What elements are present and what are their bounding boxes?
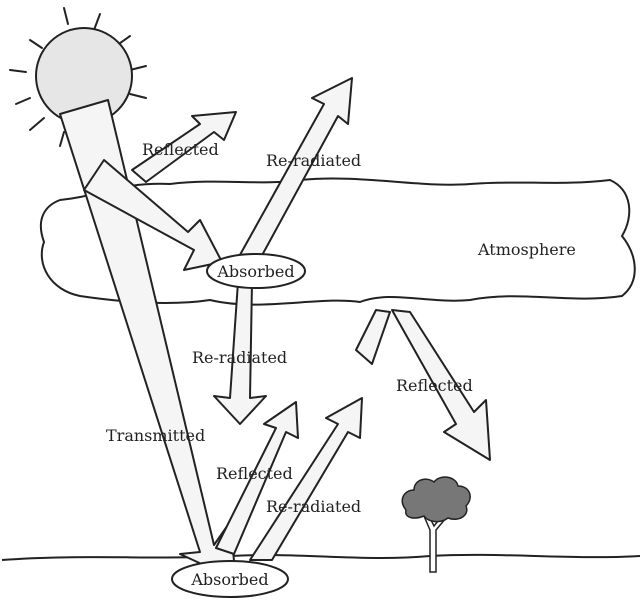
label-reradiated-top: Re-radiated <box>266 151 361 170</box>
label-atmosphere: Atmosphere <box>477 240 576 259</box>
ground-line <box>2 555 640 560</box>
tree-trunk <box>424 514 446 572</box>
tree-canopy <box>402 477 470 522</box>
label-reradiated-mid: Re-radiated <box>192 348 287 367</box>
label-reflected-top: Reflected <box>142 140 219 159</box>
label-absorbed-cloud: Absorbed <box>216 262 294 281</box>
label-reflected-ground: Reflected <box>216 464 293 483</box>
label-reradiated-ground: Re-radiated <box>266 497 361 516</box>
reflected-cloud-fold <box>356 310 390 364</box>
label-reflected-cloud: Reflected <box>396 376 473 395</box>
label-absorbed-ground: Absorbed <box>190 570 268 589</box>
label-transmitted: Transmitted <box>106 426 205 445</box>
